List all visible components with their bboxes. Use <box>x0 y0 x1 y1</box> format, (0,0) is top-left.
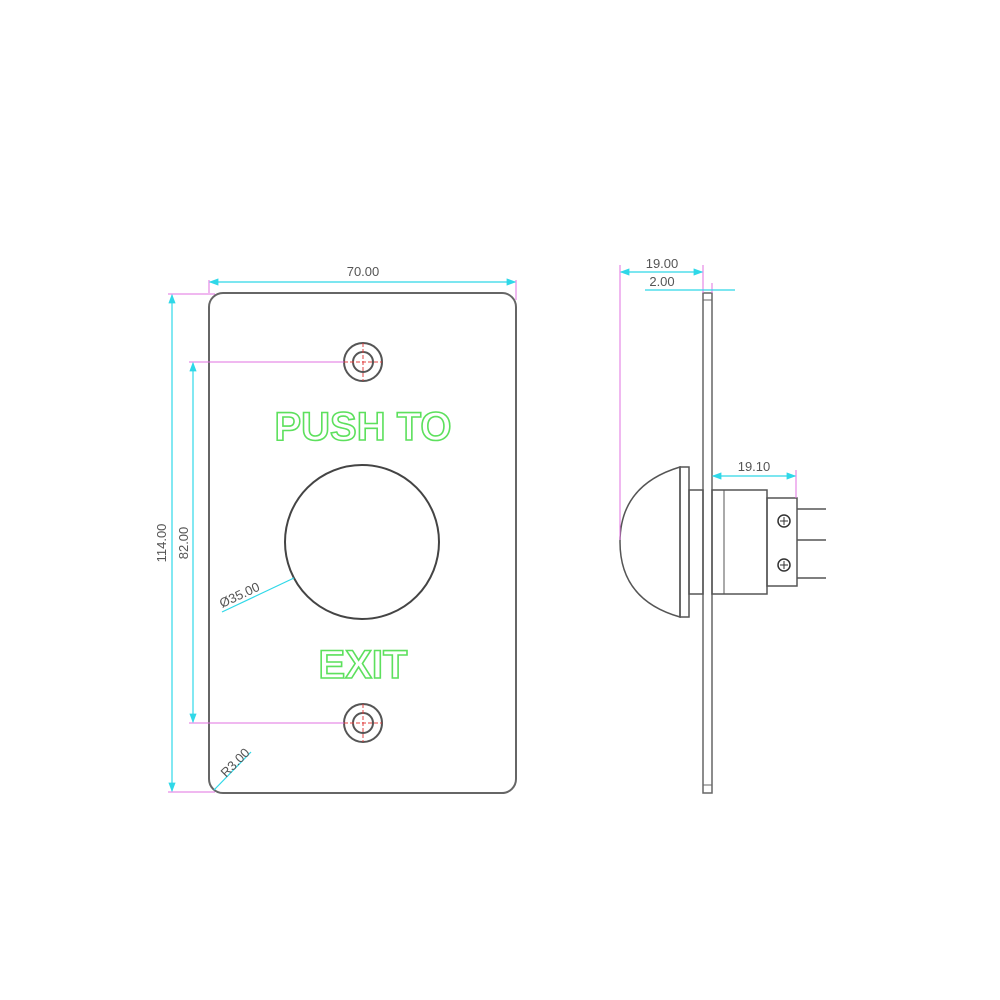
corner-radius-label: R3.00 <box>218 745 253 780</box>
hole-spacing-dimension: 82.00 <box>176 361 344 724</box>
hole-spacing-label: 82.00 <box>176 527 191 560</box>
legend-exit: EXIT <box>319 643 408 687</box>
height-label: 114.00 <box>154 524 169 563</box>
height-dimension: 114.00 <box>154 293 215 793</box>
corner-radius-dimension: R3.00 <box>213 745 253 791</box>
width-label: 70.00 <box>347 264 380 279</box>
side-plate <box>702 292 713 794</box>
rear-housing <box>711 489 826 595</box>
dome-button <box>619 465 681 618</box>
plate-outline <box>208 292 517 794</box>
push-button-circle <box>284 464 440 620</box>
width-dimension: 70.00 <box>208 264 517 300</box>
bottom-mounting-hole <box>343 703 383 743</box>
plate-thickness-dimension: 2.00 <box>645 274 735 293</box>
plate-thickness-label: 2.00 <box>649 274 674 289</box>
overall-depth-label: 19.00 <box>646 256 679 271</box>
side-view: 19.00 2.00 19.10 <box>619 256 826 794</box>
legend-push-to: PUSH TO <box>274 405 451 449</box>
rear-depth-dimension: 19.10 <box>711 459 797 498</box>
rear-depth-label: 19.10 <box>738 459 771 474</box>
front-view: PUSH TO EXIT 70.00 114.00 82.00 Ø35.00 <box>154 264 517 794</box>
top-mounting-hole <box>343 342 383 382</box>
diameter-dimension: Ø35.00 <box>217 577 295 613</box>
diameter-label: Ø35.00 <box>217 579 262 611</box>
overall-depth-dimension: 19.00 <box>619 256 704 540</box>
